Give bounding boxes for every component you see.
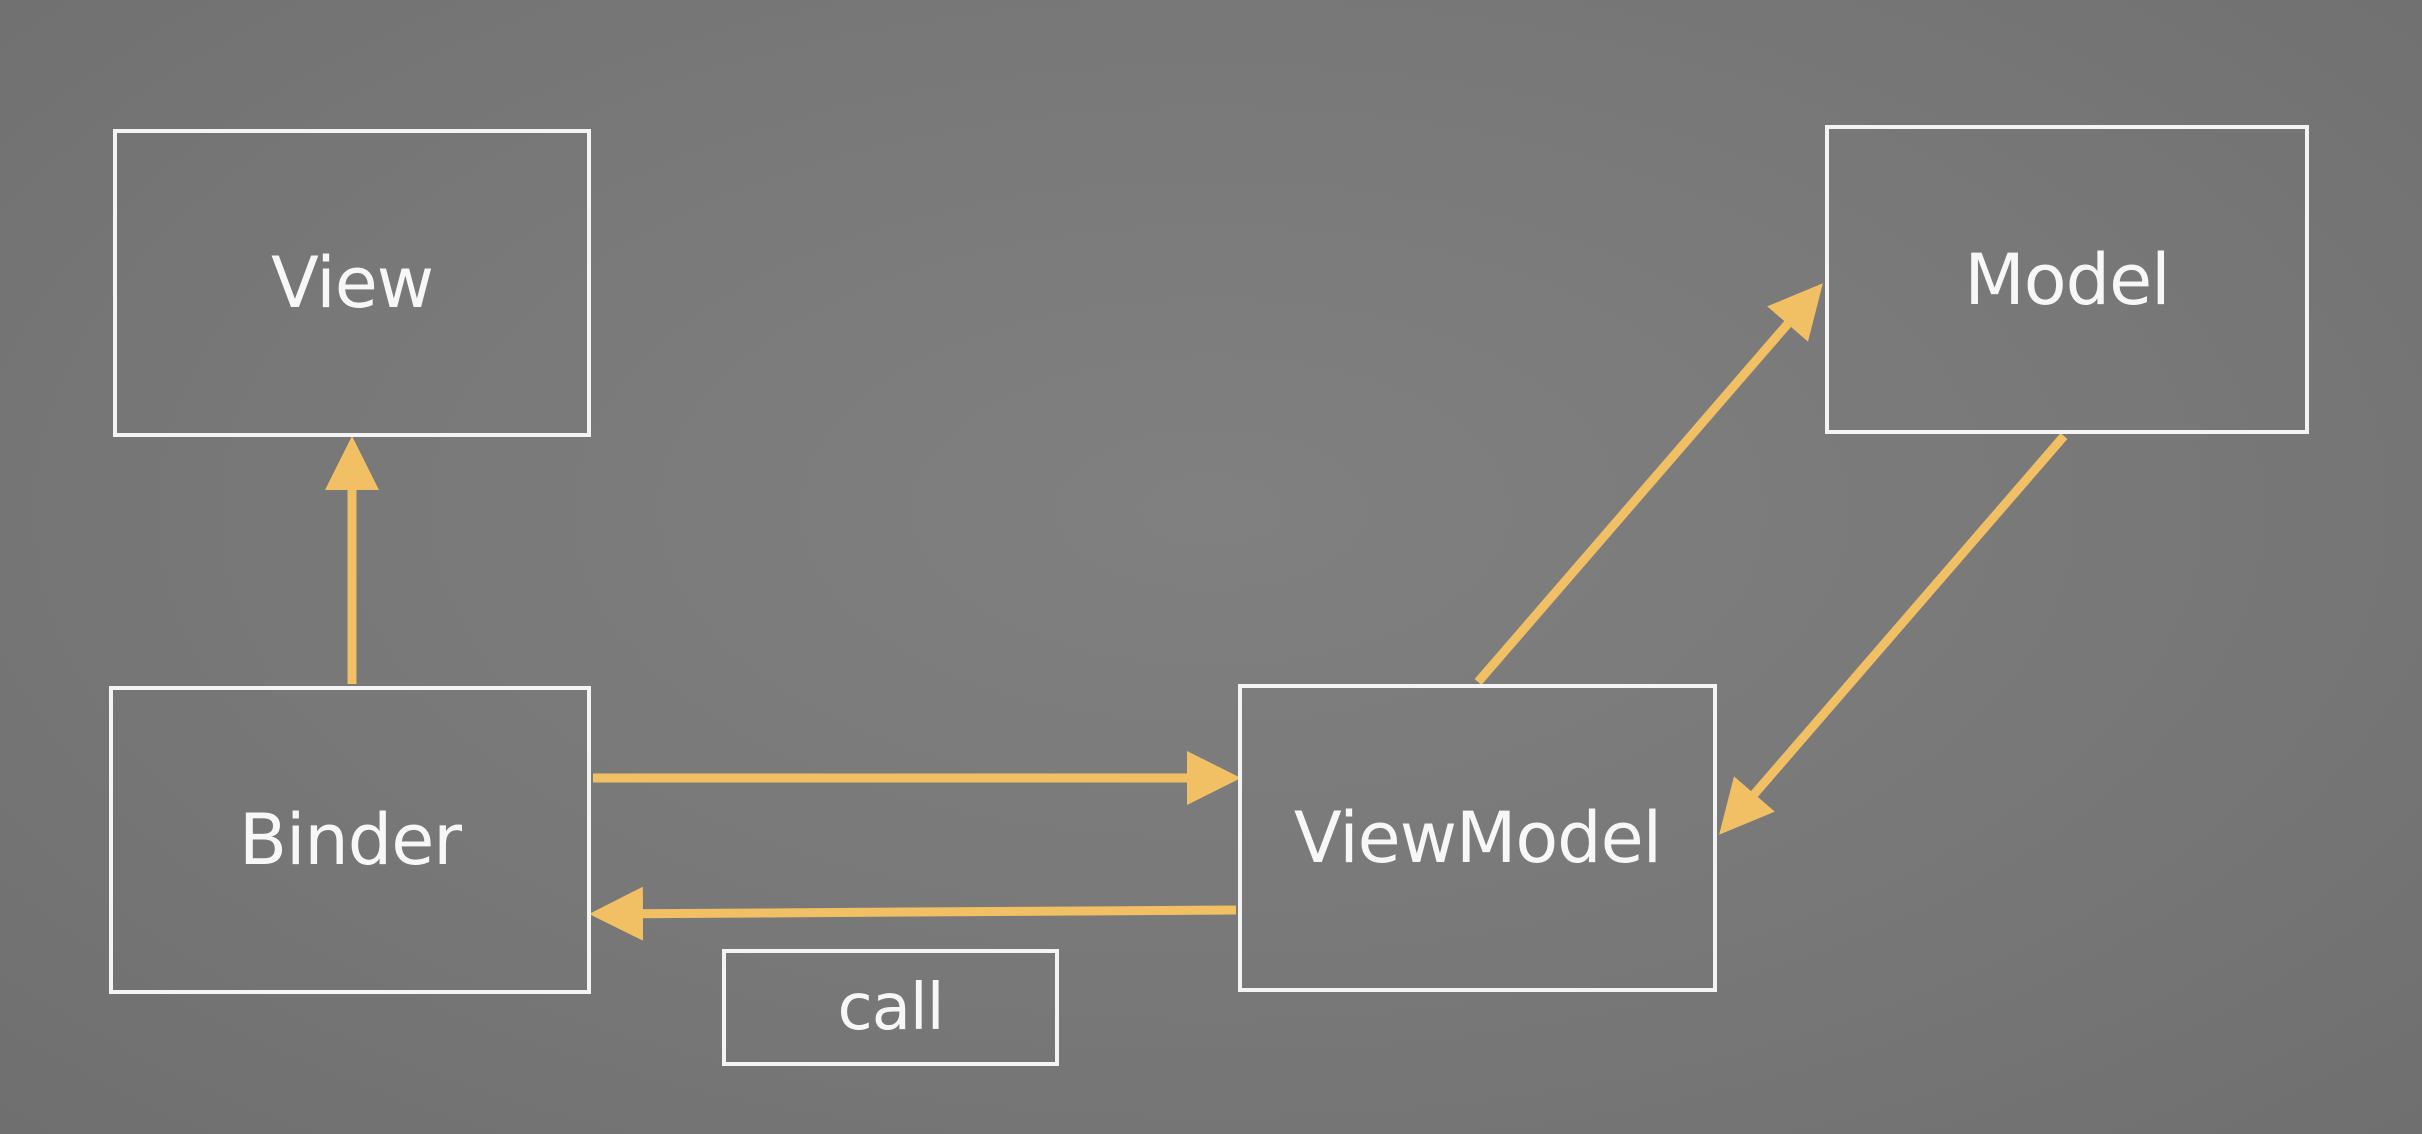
model-label: Model [1964, 238, 2170, 321]
viewmodel-box: ViewModel [1238, 684, 1717, 992]
call-box: call [722, 949, 1059, 1066]
view-box: View [113, 129, 591, 437]
view-label: View [270, 242, 434, 324]
arrow-model-to-viewmodel [1719, 433, 2068, 835]
arrow-viewmodel-to-binder [589, 886, 1237, 941]
model-box: Model [1825, 125, 2309, 434]
viewmodel-label: ViewModel [1293, 797, 1662, 879]
arrow-viewmodel-to-model [1474, 283, 1823, 685]
call-label: call [837, 970, 945, 1045]
binder-label: Binder [238, 799, 462, 881]
binder-box: Binder [109, 686, 591, 994]
